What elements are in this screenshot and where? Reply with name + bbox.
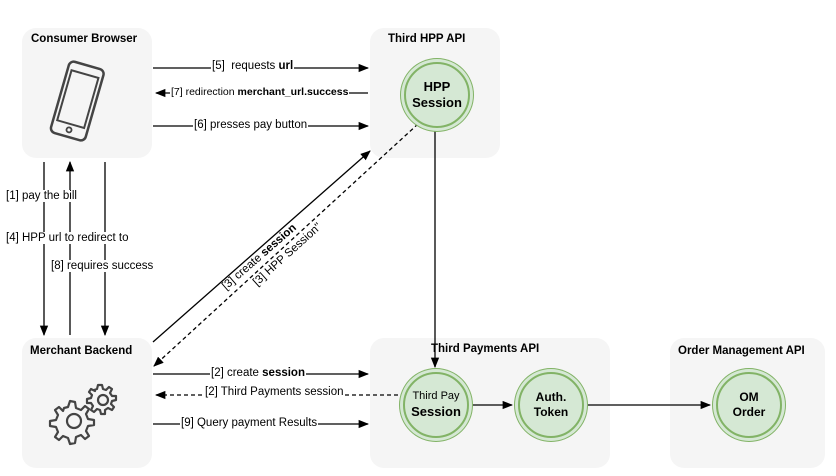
edge-3-hpp-session xyxy=(153,123,419,367)
edge-3-create xyxy=(152,150,371,343)
consumer-browser-title: Consumer Browser xyxy=(31,33,138,45)
third-pay-session-node: Third Pay Session xyxy=(403,372,469,438)
edge-6-label: [6] presses pay button xyxy=(193,119,309,131)
merchant-backend-title: Merchant Backend xyxy=(30,345,133,357)
order-management-api-title: Order Management API xyxy=(678,345,805,357)
third-hpp-api-title: Third HPP API xyxy=(388,33,466,45)
third-payments-api-title: Third Payments API xyxy=(431,343,540,355)
edge-2-session-label: [2] Third Payments session xyxy=(204,386,345,398)
edge-7-label: [7] redirection merchant_url.success xyxy=(170,86,350,98)
hpp-session-node: HPP Session xyxy=(404,62,470,128)
auth-token-node: Auth. Token xyxy=(518,372,584,438)
edge-8-label: [8] requires success xyxy=(50,260,155,272)
edge-2-create-label: [2] create session xyxy=(210,367,306,379)
edge-4-label: [4] HPP url to redirect to xyxy=(5,232,130,244)
om-order-node: OM Order xyxy=(716,372,782,438)
smartphone-icon xyxy=(49,60,105,142)
edge-5-label: [5] requests url xyxy=(211,60,295,72)
gears-icon xyxy=(48,383,118,446)
edge-9-label: [9] Query payment Results xyxy=(180,417,319,429)
edge-1-label: [1] pay the bill xyxy=(5,190,78,202)
